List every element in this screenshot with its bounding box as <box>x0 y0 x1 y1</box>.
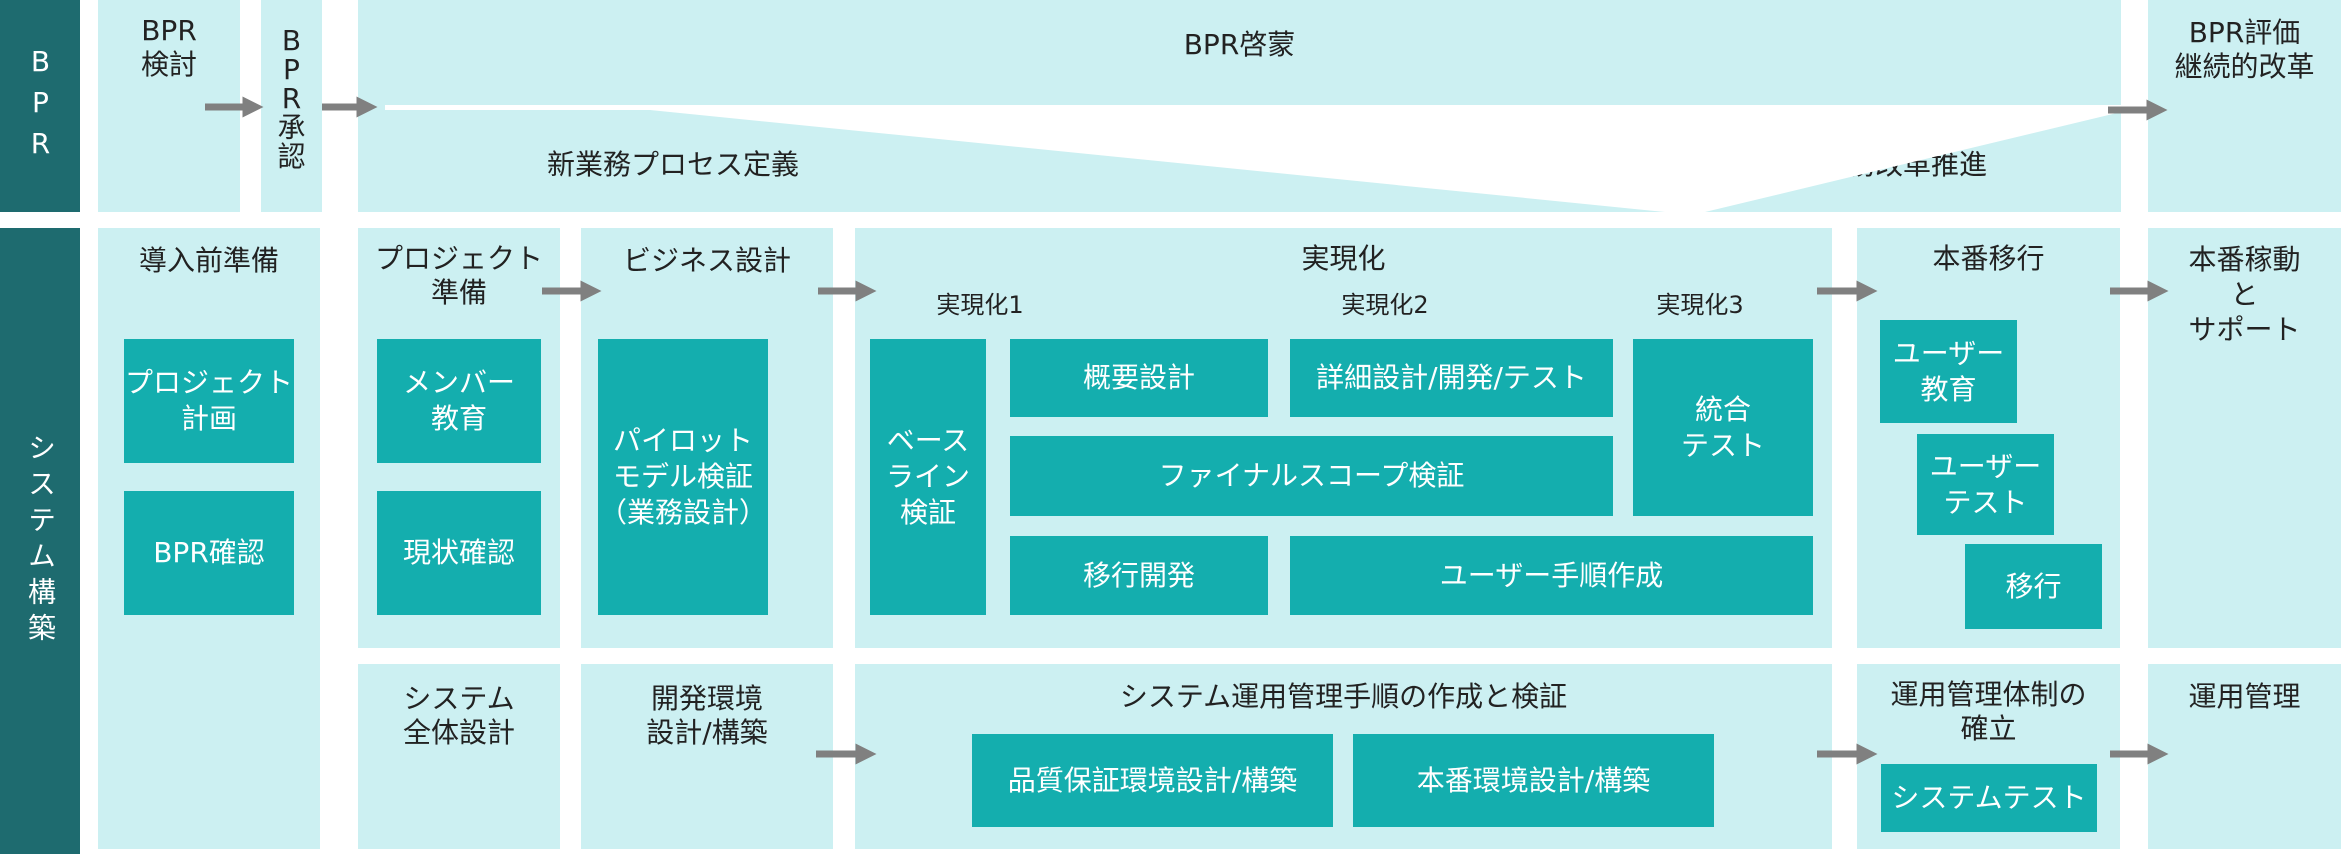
business-design-title: ビジネス設計 <box>622 244 791 277</box>
pre-title: 導入前準備 <box>138 244 279 277</box>
sidebar-bpr-label: BPR <box>24 44 57 168</box>
migration-dev-box: 移行開発 <box>1010 536 1268 615</box>
ops-management-panel: 運用管理 <box>2148 664 2341 849</box>
integration-test-box: 統合 テスト <box>1633 339 1813 516</box>
bpr-kentou-label: BPR 検討 <box>140 14 197 81</box>
final-scope-box: ファイナルスコープ検証 <box>1010 436 1613 516</box>
phase-3-label: 実現化3 <box>1656 291 1744 319</box>
sidebar-bpr: BPR <box>0 0 80 212</box>
dev-env-panel: 開発環境 設計/構築 <box>581 664 833 849</box>
bpr-hyouka-panel: BPR評価 継続的改革 <box>2148 0 2341 212</box>
production-migration-title: 本番移行 <box>1932 242 2045 275</box>
ops-management-label: 運用管理 <box>2188 680 2301 713</box>
bpr-keimou-label: BPR啓蒙 <box>1183 28 1296 61</box>
bpr-shin-gyoumu-label: 新業務プロセス定義 <box>546 148 799 181</box>
project-plan-box: プロジェクト 計画 <box>124 339 294 463</box>
overview-design-box: 概要設計 <box>1010 339 1268 417</box>
system-test-box: システムテスト <box>1881 764 2097 832</box>
phase-1-label: 実現化1 <box>936 291 1024 319</box>
pilot-model-box: パイロット モデル検証 （業務設計） <box>598 339 768 615</box>
bpr-shounin-label: B P R 承 認 <box>277 24 306 173</box>
qa-env-box: 品質保証環境設計/構築 <box>972 734 1333 827</box>
member-education-box: メンバー 教育 <box>377 339 541 463</box>
sidebar-system-label: システム構築 <box>24 433 57 649</box>
project-prep-title: プロジェクト 準備 <box>374 242 543 309</box>
ops-procedure-title: システム運用管理手順の作成と検証 <box>1119 680 1568 713</box>
baseline-box: ベース ライン 検証 <box>870 339 986 615</box>
user-test-box: ユーザー テスト <box>1917 434 2054 535</box>
system-design-panel: システム 全体設計 <box>358 664 560 849</box>
detail-design-box: 詳細設計/開発/テスト <box>1290 339 1613 417</box>
realization-title: 実現化 <box>1301 242 1386 275</box>
prod-env-box: 本番環境設計/構築 <box>1353 734 1714 827</box>
sidebar-system: システム構築 <box>0 228 80 854</box>
bpr-divider-wedge <box>385 105 2121 212</box>
system-design-label: システム 全体設計 <box>402 682 515 749</box>
phase-2-label: 実現化2 <box>1341 291 1429 319</box>
ops-structure-title: 運用管理体制の 確立 <box>1890 678 2087 745</box>
bpr-confirm-box: BPR確認 <box>124 491 294 615</box>
dev-env-label: 開発環境 設計/構築 <box>646 682 768 749</box>
bpr-hyouka-label: BPR評価 継続的改革 <box>2174 16 2315 83</box>
bpr-shounin-panel: B P R 承 認 <box>261 0 322 212</box>
migration-box: 移行 <box>1965 544 2102 629</box>
user-procedure-box: ユーザー手順作成 <box>1290 536 1813 615</box>
production-ops-title: 本番稼動 と サポート <box>2188 243 2301 346</box>
user-education-box: ユーザー 教育 <box>1880 320 2017 423</box>
production-ops-panel: 本番稼動 と サポート <box>2148 228 2341 648</box>
current-state-box: 現状確認 <box>377 491 541 615</box>
